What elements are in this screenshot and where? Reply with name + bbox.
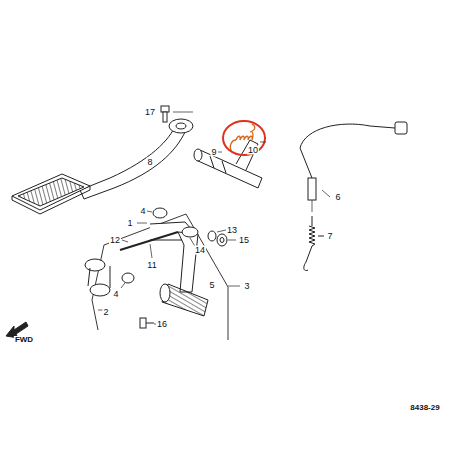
callout-number: 14 <box>194 246 206 255</box>
callout-number: 8 <box>146 158 153 167</box>
callout-number: 5 <box>208 281 215 290</box>
callout-number: 13 <box>226 226 238 235</box>
callout-number: 11 <box>146 261 157 270</box>
callout-number: 12 <box>109 236 121 245</box>
callout-number: 10 <box>247 146 259 155</box>
callout-number: 4 <box>139 207 146 216</box>
callout-number: 6 <box>334 193 341 202</box>
callout-number: 15 <box>238 236 250 245</box>
callout-number: 1 <box>126 219 133 228</box>
callout-number: 4 <box>112 290 119 299</box>
callout-number: 3 <box>243 282 250 291</box>
callout-number: 9 <box>210 148 217 157</box>
callout-number: 16 <box>156 320 168 329</box>
callout-number: 7 <box>326 232 333 241</box>
direction-label: FWD <box>14 336 34 344</box>
callout-number: 17 <box>144 108 156 117</box>
figure-code: 8438-29 <box>409 404 440 412</box>
callout-number: 2 <box>102 308 109 317</box>
